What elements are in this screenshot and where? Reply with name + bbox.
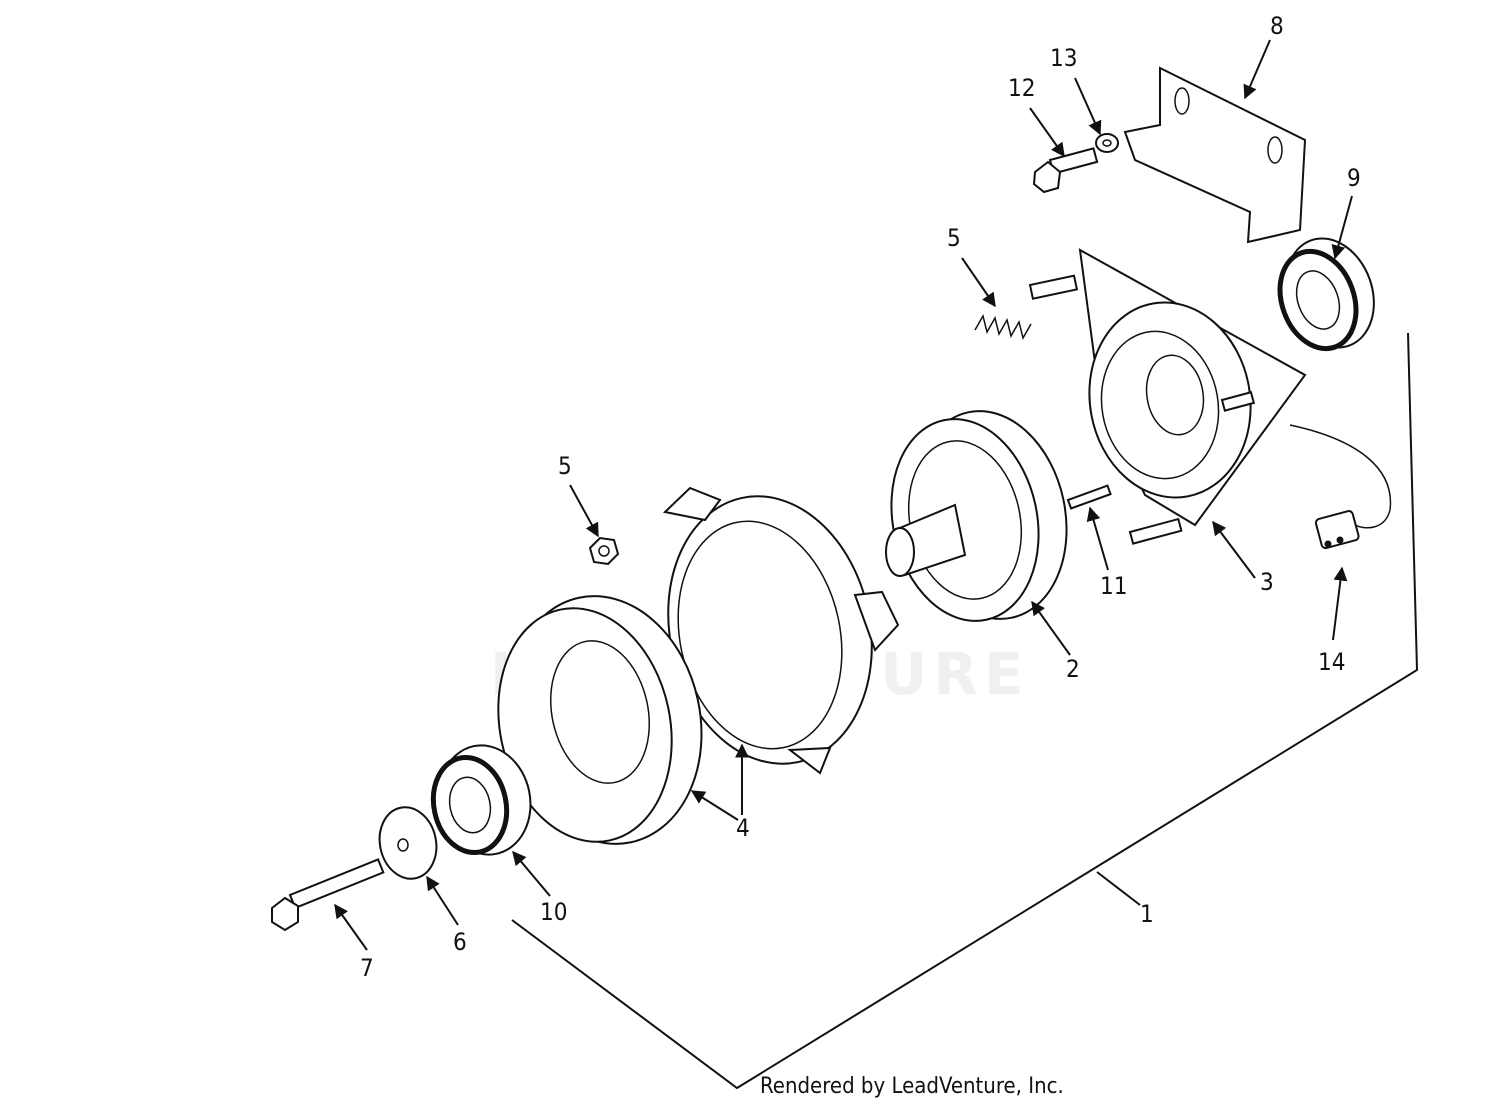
callout-3: 3 — [1260, 568, 1274, 596]
callout-13: 13 — [1050, 44, 1077, 72]
nut — [588, 536, 620, 566]
callout-5-spring: 5 — [947, 224, 961, 252]
callout-5-nut: 5 — [558, 452, 572, 480]
callout-14: 14 — [1318, 648, 1345, 676]
callout-12: 12 — [1008, 74, 1035, 102]
bolt-small — [1032, 147, 1099, 194]
field-housing — [1078, 248, 1392, 545]
leader-arrows — [334, 39, 1353, 951]
bearing-top — [1277, 237, 1375, 352]
bolt-large — [271, 858, 385, 932]
callout-2: 2 — [1066, 655, 1080, 683]
brake-plate — [662, 486, 900, 775]
washer-small — [1095, 133, 1119, 153]
callout-6: 6 — [453, 928, 467, 956]
callout-10: 10 — [540, 898, 567, 926]
pulley — [497, 595, 703, 845]
callout-7: 7 — [360, 954, 374, 982]
assembly-bracket-lines — [511, 332, 1419, 1090]
render-credit: Rendered by LeadVenture, Inc. — [760, 1074, 1064, 1099]
pin — [1066, 484, 1112, 510]
callout-labels: 1 2 3 4 5 5 6 7 8 9 10 11 12 13 14 — [360, 12, 1361, 982]
callout-4: 4 — [736, 814, 750, 842]
callout-1: 1 — [1140, 900, 1154, 928]
washer-large — [378, 806, 438, 880]
armature-rotor — [885, 410, 1068, 622]
callout-11: 11 — [1100, 572, 1127, 600]
wire-connector — [1314, 510, 1360, 550]
callout-9: 9 — [1347, 164, 1361, 192]
bearing-bottom — [430, 744, 532, 856]
mounting-bracket — [1123, 66, 1307, 244]
spring — [974, 274, 1079, 340]
callout-8: 8 — [1270, 12, 1284, 40]
